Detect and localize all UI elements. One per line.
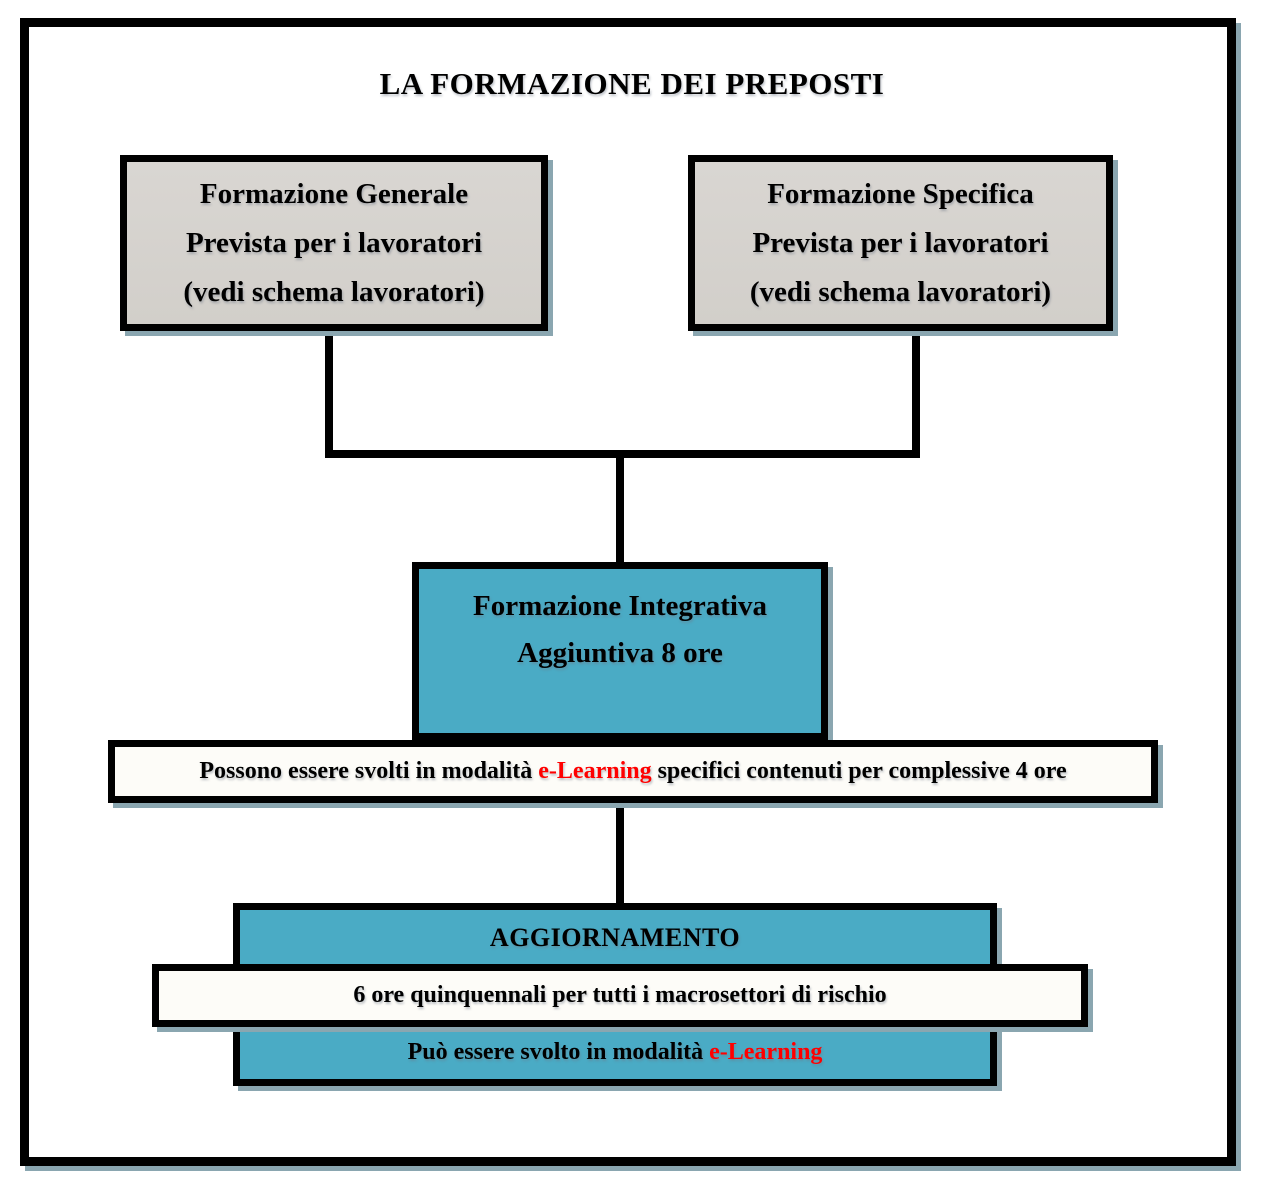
elearning-highlight: e-Learning [538, 758, 652, 784]
elearning-highlight: e-Learning [709, 1038, 823, 1065]
footer-text-prefix: Può essere svolto in modalità [407, 1038, 710, 1065]
box-line: Formazione Generale [199, 177, 469, 210]
outer-frame [20, 18, 1236, 1166]
connector-center-lower [616, 800, 624, 907]
hours-text: 6 ore quinquennali per tutti i macrosett… [353, 982, 887, 1008]
box-line: Formazione Specifica [767, 177, 1034, 210]
update-hours-bar: 6 ore quinquennali per tutti i macrosett… [152, 964, 1088, 1027]
elearning-note-bar: Possono essere svolti in modalità e-Lear… [108, 740, 1158, 803]
box-line: Prevista per i lavoratori [185, 226, 483, 259]
update-footer: Può essere svolto in modalità e-Learning [240, 1025, 990, 1079]
note-text-suffix: specifici contenuti per complessive 4 or… [651, 758, 1067, 784]
box-line: Aggiuntiva 8 ore [517, 637, 723, 669]
diagram-title: LA FORMAZIONE DEI PREPOSTI [379, 66, 885, 101]
update-header: AGGIORNAMENTO [489, 923, 741, 952]
connector-right-vertical [912, 331, 920, 458]
integrative-training-box: Formazione Integrativa Aggiuntiva 8 ore [412, 562, 828, 740]
box-line: Prevista per i lavoratori [752, 226, 1049, 259]
box-line: (vedi schema lavoratori) [749, 275, 1052, 308]
specific-training-box: Formazione Specifica Prevista per i lavo… [688, 155, 1113, 331]
box-line: Formazione Integrativa [473, 590, 767, 622]
connector-left-vertical [325, 331, 333, 458]
general-training-box: Formazione Generale Prevista per i lavor… [120, 155, 548, 331]
connector-center-upper [616, 450, 624, 566]
note-text-prefix: Possono essere svolti in modalità [199, 758, 539, 784]
box-line: (vedi schema lavoratori) [183, 275, 485, 308]
